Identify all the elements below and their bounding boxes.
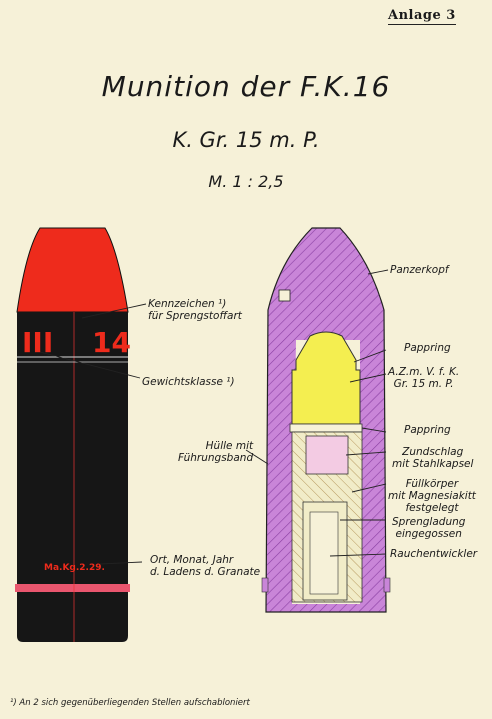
label-ort: Ort, Monat, Jahr d. Ladens d. Granate bbox=[150, 554, 261, 578]
label-pappring-2: Pappring bbox=[404, 424, 451, 436]
annex-label: Anlage 3 bbox=[388, 8, 456, 25]
label-az: A.Z.m. V. f. K. Gr. 15 m. P. bbox=[388, 366, 460, 390]
label-fuellkoerper: Füllkörper mit Magnesiakitt festgelegt bbox=[388, 478, 476, 514]
mark-stamp: Ma.Kg.2.29. bbox=[44, 563, 105, 573]
footnote: ¹) An 2 sich gegenüberliegenden Stellen … bbox=[10, 698, 250, 708]
label-huelle: Hülle mit Führungsband bbox=[178, 440, 254, 464]
label-kennzeichen: Kennzeichen ¹) für Sprengstoffart bbox=[148, 298, 242, 322]
fuze bbox=[291, 331, 361, 425]
detonator bbox=[305, 435, 349, 475]
label-gewichtsklasse: Gewichtsklasse ¹) bbox=[142, 376, 235, 388]
label-pappring-1: Pappring bbox=[404, 342, 451, 354]
page-title: Munition der F.K.16 bbox=[101, 70, 391, 103]
shell-base bbox=[17, 592, 128, 642]
leader-lines bbox=[39, 269, 389, 565]
label-sprengladung: Sprengladung eingegossen bbox=[392, 516, 466, 540]
shell-section bbox=[261, 227, 391, 613]
mark-roman: III bbox=[22, 326, 53, 359]
label-panzerkopf: Panzerkopf bbox=[390, 264, 449, 276]
shell-exterior bbox=[15, 227, 130, 642]
driving-band bbox=[15, 584, 130, 592]
scale-label: M. 1 : 2,5 bbox=[208, 172, 284, 191]
shell-nose bbox=[16, 227, 129, 313]
label-rauchentwickler: Rauchentwickler bbox=[390, 548, 478, 560]
mark-number: 14 bbox=[92, 326, 131, 359]
subtitle: K. Gr. 15 m. P. bbox=[172, 128, 320, 152]
label-zundschlag: Zundschlag mit Stahlkapsel bbox=[392, 446, 474, 470]
